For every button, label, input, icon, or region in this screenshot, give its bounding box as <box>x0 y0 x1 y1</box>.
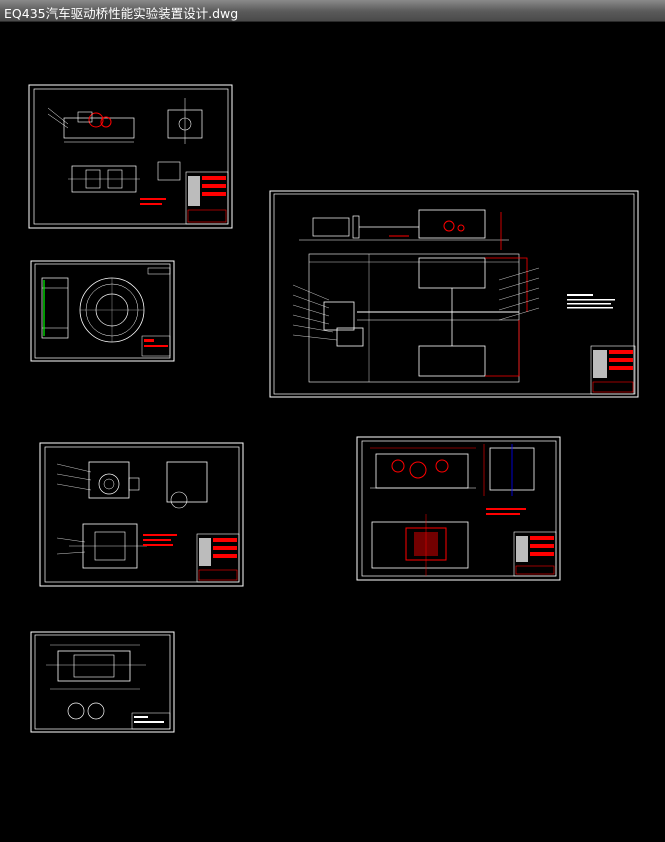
drawing-sheet-4[interactable] <box>39 442 244 587</box>
window-title-bar: EQ435汽车驱动桥性能实验装置设计.dwg <box>0 0 665 22</box>
drawing-sheet-2[interactable] <box>30 260 175 362</box>
drawing-sheet-6[interactable] <box>30 631 175 733</box>
drawing-sheet-1[interactable] <box>28 84 233 229</box>
drawing-canvas[interactable] <box>0 23 665 842</box>
drawing-sheet-5[interactable] <box>356 436 561 581</box>
window-title: EQ435汽车驱动桥性能实验装置设计.dwg <box>4 6 239 21</box>
drawing-sheet-3[interactable] <box>269 190 639 398</box>
